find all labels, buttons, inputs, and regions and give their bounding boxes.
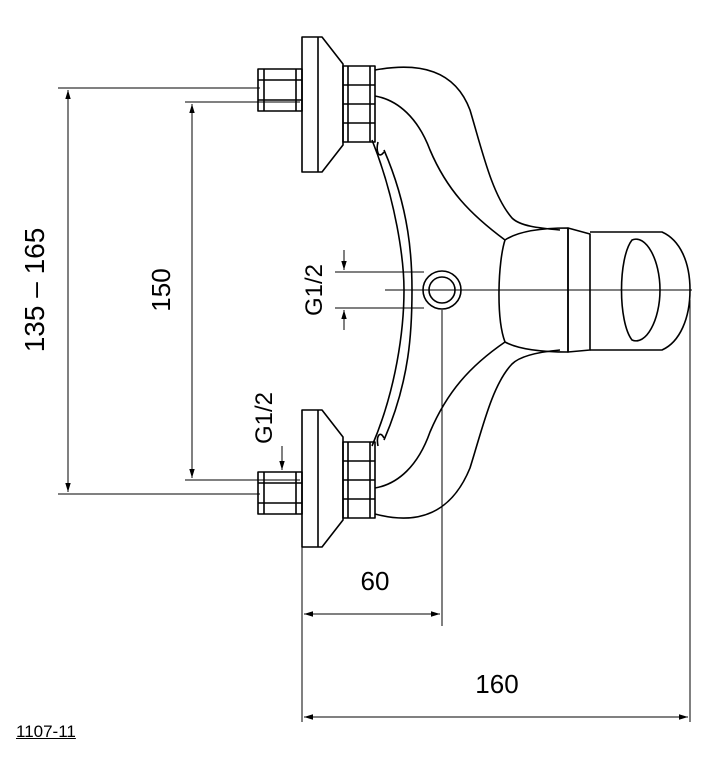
top-inlet-connector — [257, 36, 376, 173]
dim-label-outlet-thread: G1/2 — [301, 264, 328, 316]
dim-label-inlet-spacing: 150 — [146, 268, 176, 311]
dim-label-inlet-thread: G1/2 — [251, 392, 278, 444]
dimension-lines — [65, 90, 688, 720]
mixer-body — [371, 66, 691, 519]
dim-label-outlet-offset: 60 — [361, 566, 390, 596]
dim-label-total-depth: 160 — [475, 669, 518, 699]
bottom-inlet-connector — [257, 409, 376, 548]
centerlines — [185, 101, 692, 481]
product-code: 1107-11 — [16, 722, 76, 741]
extension-lines — [58, 87, 691, 722]
dim-label-height-range: 135 – 165 — [19, 228, 50, 353]
